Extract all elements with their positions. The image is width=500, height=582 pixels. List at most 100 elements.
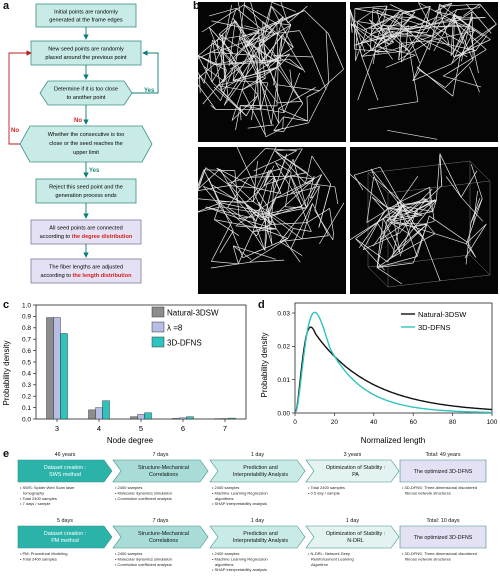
flow-decision-2-line-1: Whether the consecutive is too — [48, 132, 125, 138]
network-fiber — [409, 51, 419, 102]
network-fiber — [283, 103, 303, 132]
network-fiber — [201, 4, 244, 33]
timeline-duration: 3 years — [344, 452, 362, 458]
network-fiber — [376, 10, 401, 47]
network-image-4 — [350, 147, 498, 294]
network-fiber — [249, 259, 285, 263]
timeline-stage-label: Prediction and — [243, 531, 277, 537]
network-fiber — [430, 16, 462, 25]
bar-chart-y-tick-label: 0.7 — [22, 337, 31, 344]
bar-chart-bar — [144, 412, 152, 420]
timeline-duration: Total: 10 days — [426, 518, 460, 524]
network-fiber — [306, 186, 320, 209]
network-fiber — [276, 228, 301, 263]
timeline-stage-label: Correlations — [149, 472, 178, 478]
network-fiber — [426, 7, 443, 34]
network-fiber — [425, 198, 434, 212]
network-fiber — [279, 241, 303, 256]
network-fiber — [369, 8, 374, 51]
timeline-duration: Total: 49 years — [425, 452, 460, 458]
network-fiber — [198, 55, 222, 67]
network-fiber — [362, 16, 393, 32]
network-fiber — [216, 167, 256, 189]
network-fiber — [270, 169, 282, 194]
network-fiber — [306, 222, 312, 232]
bar-chart-bar — [137, 414, 145, 420]
network-fiber — [314, 186, 320, 211]
network-fiber — [198, 55, 204, 67]
network-fiber — [251, 75, 258, 121]
timeline-bullet: • 2400 samples — [212, 485, 239, 490]
network-fiber — [363, 232, 401, 251]
line-chart-y-tick-label: 0.00 — [277, 410, 290, 417]
network-fiber — [279, 65, 303, 104]
network-fiber — [299, 30, 314, 58]
network-fiber — [350, 173, 388, 209]
network-fiber — [274, 150, 306, 184]
network-fiber — [353, 175, 364, 191]
bar-chart-y-tick-label: 0.4 — [22, 371, 31, 378]
network-fiber — [227, 177, 250, 208]
network-fiber — [401, 26, 427, 63]
flow-step-3-line-2: generation process ends — [55, 193, 116, 199]
network-fiber — [198, 48, 219, 59]
timeline-stage-label: Dataset creation : — [44, 465, 86, 471]
network-fiber — [259, 43, 266, 79]
network-fiber — [422, 185, 443, 205]
network-fiber — [249, 238, 288, 263]
network-fiber — [425, 6, 431, 28]
network-fiber — [444, 59, 474, 88]
bar-chart-bar — [172, 418, 180, 420]
line-chart-x-tick-label: 100 — [487, 419, 498, 426]
network-fiber — [376, 267, 403, 285]
timeline-stage-label: Correlations — [149, 538, 178, 544]
network-fiber — [205, 167, 230, 186]
network-fiber — [391, 16, 430, 50]
network-fiber — [452, 53, 455, 58]
network-fiber — [279, 34, 283, 66]
network-fiber — [396, 205, 403, 211]
bar-chart-y-tick-label: 1.0 — [22, 302, 31, 309]
network-fiber — [274, 30, 300, 34]
timeline-stage-label: PM method — [51, 538, 79, 544]
network-fiber — [387, 129, 438, 140]
timeline-bullet: • Machine Learning Regression — [212, 556, 268, 561]
network-fiber — [211, 184, 234, 232]
network-image-3 — [198, 147, 346, 294]
network-fiber — [355, 222, 378, 239]
network-fiber — [222, 37, 260, 51]
timeline-bullet: • Molecular dynamics simulation — [115, 490, 172, 495]
network-fiber — [332, 232, 334, 240]
timeline-stage-label: PA — [352, 472, 359, 478]
network-fiber — [232, 245, 239, 264]
network-fiber — [434, 2, 452, 12]
network-fiber — [432, 199, 437, 212]
bar-chart-y-tick-label: 0.6 — [22, 348, 31, 355]
network-fiber — [208, 27, 234, 54]
timeline-bullet: • 2400 samples — [115, 551, 142, 556]
network-fiber — [227, 207, 255, 227]
network-fiber — [399, 176, 419, 203]
flow-arrow-no-loop — [8, 50, 32, 145]
network-fiber — [432, 11, 473, 37]
network-fiber — [460, 196, 484, 222]
network-fiber — [271, 222, 308, 225]
network-fiber — [216, 167, 254, 202]
network-fiber — [305, 156, 313, 184]
network-fiber — [284, 172, 292, 207]
network-fiber — [467, 242, 477, 258]
network-fiber — [283, 116, 308, 122]
line-chart-x-tick-label: 0 — [293, 419, 297, 426]
timeline-duration: 1 day — [251, 518, 264, 524]
network-fiber — [362, 210, 385, 250]
bar-chart-x-tick-label: 3 — [55, 424, 59, 433]
network-fiber — [263, 169, 270, 187]
flowchart: Initial points are randomly generated at… — [8, 3, 159, 284]
network-fiber — [460, 170, 478, 198]
network-fiber — [282, 116, 284, 129]
network-fiber — [409, 37, 421, 64]
timeline-bullet: • 3D-DFNS: Three-dimensional disordered — [402, 485, 477, 490]
timeline-bullet: Reinforcement Learning — [311, 556, 354, 561]
timeline-bullet: • N-DRL: Network Deep — [308, 551, 351, 556]
